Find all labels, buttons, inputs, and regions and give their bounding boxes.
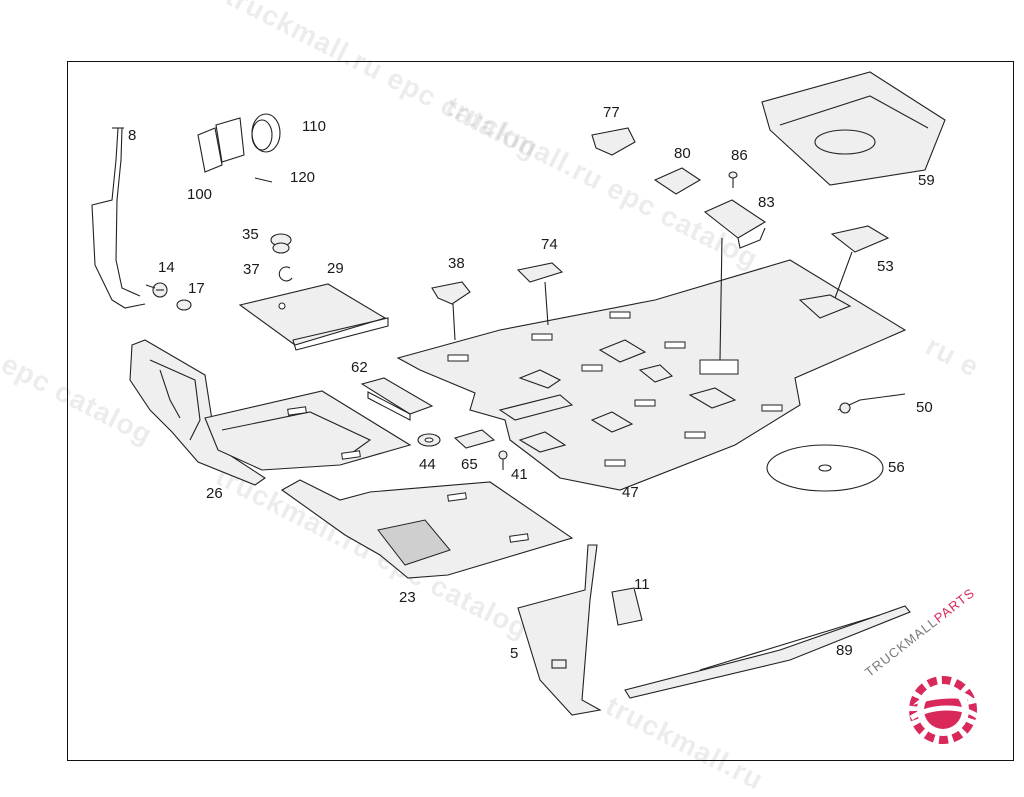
part-8-bracket[interactable] (91, 127, 146, 309)
part-37-ring[interactable] (278, 266, 293, 282)
part-label: 47 (622, 484, 639, 501)
part-56-disc[interactable] (766, 444, 884, 492)
part-label: 14 (158, 259, 175, 276)
part-label: 5 (510, 645, 519, 662)
part-86-pin[interactable] (728, 171, 738, 188)
part-62-pad[interactable] (360, 377, 434, 421)
part-83-clip[interactable] (703, 199, 767, 361)
part-74-clip[interactable] (516, 262, 564, 326)
part-65-strip[interactable] (453, 429, 496, 449)
part-label: 11 (634, 576, 650, 593)
part-label: 37 (243, 261, 260, 278)
part-53-latch[interactable] (830, 225, 890, 299)
part-77-clip[interactable] (591, 127, 636, 156)
part-5-side-panel[interactable] (517, 544, 602, 716)
part-50-lever[interactable] (837, 393, 906, 414)
exploded-drawing (91, 71, 946, 716)
part-floor-mat-left[interactable] (204, 390, 412, 471)
part-label: 83 (758, 194, 775, 211)
part-35-clip[interactable] (270, 233, 292, 254)
part-label: 100 (187, 186, 213, 203)
part-label: 35 (242, 226, 259, 243)
part-110-cover[interactable] (251, 113, 281, 153)
part-label: 62 (351, 359, 368, 376)
part-label: 65 (461, 456, 478, 473)
part-label: 38 (448, 255, 465, 272)
part-label: 110 (302, 118, 326, 135)
part-label: 86 (731, 147, 748, 164)
part-17-clip[interactable] (176, 299, 192, 311)
part-14-screw[interactable] (145, 282, 168, 298)
part-120-pin[interactable] (254, 177, 273, 183)
part-label: 53 (877, 258, 894, 275)
part-29-panel[interactable] (238, 283, 389, 351)
part-label: 120 (290, 169, 316, 186)
part-label: 59 (918, 172, 935, 189)
part-38-clip[interactable] (431, 281, 471, 341)
part-label: 44 (419, 456, 436, 473)
part-label: 50 (916, 399, 933, 416)
part-label: 26 (206, 485, 223, 502)
part-label: 23 (399, 589, 416, 606)
part-label: 56 (888, 459, 905, 476)
part-label: 41 (511, 466, 528, 483)
part-label: 8 (128, 127, 137, 144)
part-label: 29 (327, 260, 344, 277)
part-59-tray[interactable] (761, 71, 946, 186)
logo-gear-icon (909, 676, 979, 744)
part-47-main-mat[interactable] (396, 259, 907, 491)
part-44-grommet[interactable] (417, 433, 441, 447)
part-26-side-trim[interactable] (129, 339, 266, 486)
part-23-front-mat[interactable] (280, 479, 574, 579)
part-100-cover[interactable] (197, 117, 245, 173)
part-11-clip[interactable] (611, 587, 643, 626)
part-label: 80 (674, 145, 691, 162)
part-89-sill[interactable] (624, 605, 911, 699)
part-80-clip[interactable] (653, 167, 702, 195)
part-label: 74 (541, 236, 558, 253)
part-label: 89 (836, 642, 853, 659)
part-label: 17 (188, 280, 205, 297)
part-label: 77 (603, 104, 620, 121)
part-41-bolt[interactable] (498, 450, 508, 470)
